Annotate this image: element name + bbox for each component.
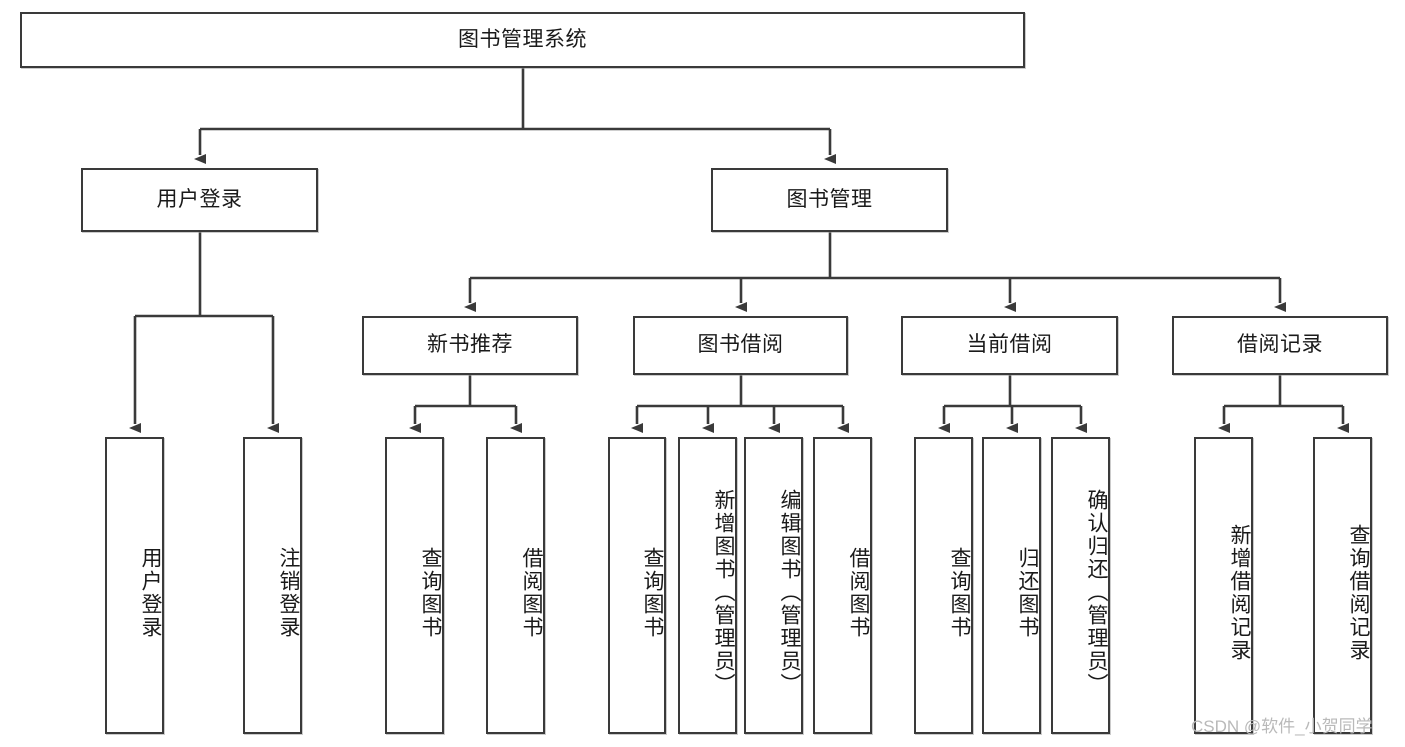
node-leaf-br-query[interactable]: 查询图书: [608, 437, 666, 734]
node-l3-record[interactable]: 借阅记录: [1172, 316, 1388, 375]
node-leaf-nb-query[interactable]: 查询图书: [385, 437, 444, 734]
node-label: 用户登录: [139, 546, 162, 639]
node-label: 查询图书: [419, 546, 442, 639]
node-label: 查询图书: [641, 546, 664, 639]
node-root[interactable]: 图书管理系统: [20, 12, 1025, 68]
node-label: 新书推荐: [427, 333, 513, 357]
node-leaf-rec-add[interactable]: 新增借阅记录: [1194, 437, 1253, 734]
node-label: 图书管理: [786, 187, 873, 211]
node-label: 归还图书: [1016, 546, 1039, 639]
node-label: 借阅记录: [1237, 333, 1323, 357]
node-leaf-rec-query[interactable]: 查询借阅记录: [1313, 437, 1372, 734]
node-leaf-br-borrow[interactable]: 借阅图书: [813, 437, 872, 734]
node-label: 注销登录: [277, 546, 300, 639]
node-leaf-cur-query[interactable]: 查询图书: [914, 437, 973, 734]
node-l3-new-book[interactable]: 新书推荐: [362, 316, 578, 375]
node-label: 查询借阅记录: [1347, 523, 1370, 662]
node-leaf-br-add[interactable]: 新增图书（管理员）: [678, 437, 737, 734]
node-label: 借阅图书: [520, 546, 543, 639]
node-l3-borrow[interactable]: 图书借阅: [633, 316, 848, 375]
node-l2-book-mgmt[interactable]: 图书管理: [711, 168, 948, 232]
node-label: 图书管理系统: [458, 27, 587, 51]
node-label: 新增借阅记录: [1228, 523, 1251, 662]
node-label: 图书借阅: [697, 333, 784, 357]
node-l2-user-login[interactable]: 用户登录: [81, 168, 318, 232]
node-label: 用户登录: [156, 187, 243, 211]
node-label: 查询图书: [948, 546, 971, 639]
node-label: 当前借阅: [966, 333, 1053, 357]
node-leaf-logout[interactable]: 注销登录: [243, 437, 302, 734]
node-label: 新增图书（管理员）: [712, 489, 735, 696]
node-leaf-cur-return[interactable]: 归还图书: [982, 437, 1041, 734]
node-label: 借阅图书: [847, 546, 870, 639]
node-label: 确认归还（管理员）: [1085, 489, 1108, 696]
node-leaf-cur-confirm[interactable]: 确认归还（管理员）: [1051, 437, 1110, 734]
node-l3-current[interactable]: 当前借阅: [901, 316, 1118, 375]
node-leaf-br-edit[interactable]: 编辑图书（管理员）: [744, 437, 803, 734]
node-label: 编辑图书（管理员）: [778, 489, 801, 696]
node-leaf-nb-borrow[interactable]: 借阅图书: [486, 437, 545, 734]
node-leaf-user-login[interactable]: 用户登录: [105, 437, 164, 734]
